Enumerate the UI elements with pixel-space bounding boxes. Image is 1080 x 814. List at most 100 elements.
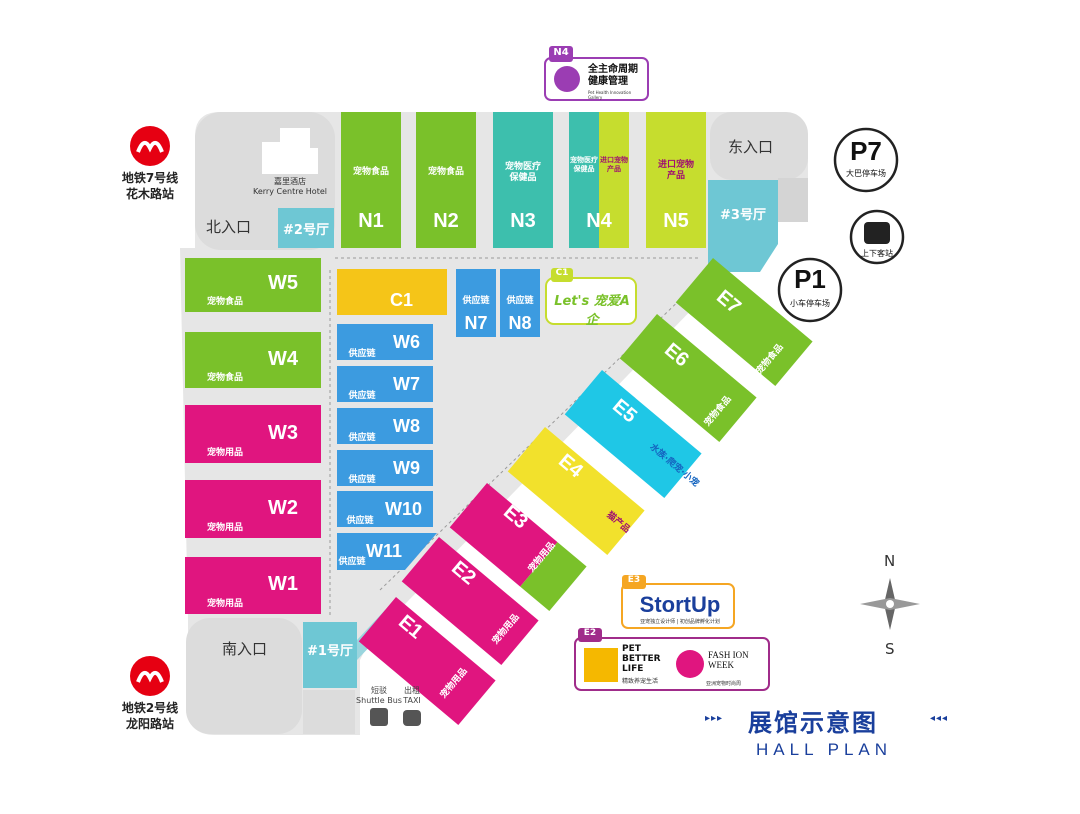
hall-e4[interactable]	[507, 427, 645, 555]
e2-logo-tag	[578, 628, 602, 642]
metro-line7-station: 花木路站	[125, 187, 174, 201]
hall-n4-right[interactable]	[599, 112, 629, 248]
north-entrance[interactable]: 北入口	[206, 218, 252, 236]
page-title-cn: 展馆示意图	[748, 709, 878, 737]
taxi-cn: 出租	[404, 686, 420, 695]
p7-label: 大巴停车场	[846, 169, 886, 178]
hall-n8[interactable]	[500, 269, 540, 337]
hall-w11-id: W11	[366, 541, 403, 561]
hall-w1-cat: 宠物用品	[206, 599, 243, 609]
compass-icon	[860, 578, 920, 630]
hall-n4-id: N4	[586, 210, 612, 232]
hall-e6[interactable]	[619, 314, 757, 442]
hall-3-annex[interactable]	[708, 180, 778, 244]
title-left-arrows: ▸▸▸	[705, 713, 724, 724]
hall-w9-id: W9	[393, 458, 420, 478]
hall-w7[interactable]	[337, 366, 433, 402]
hall-1-label: #1号厅	[307, 644, 353, 659]
south-entrance-block	[186, 618, 302, 734]
hall-e1[interactable]	[358, 597, 496, 725]
hall-w3-id: W3	[268, 422, 298, 444]
hall-n1-id: N1	[358, 210, 384, 232]
p7-code: P7	[850, 136, 882, 166]
n4-gallery-icon	[554, 66, 580, 92]
hall-n3[interactable]	[493, 112, 553, 248]
hall-w5[interactable]	[185, 258, 321, 312]
east-entrance[interactable]: 东入口	[728, 138, 774, 156]
hall-e2[interactable]	[401, 537, 539, 665]
e3-logo-tag-text: E3	[627, 575, 641, 585]
n4-gallery-tag-text: N4	[553, 47, 569, 58]
hall-n7-id: N7	[464, 313, 488, 333]
bus-stop-label: 上下客站	[861, 249, 893, 258]
hall-n3-id: N3	[510, 210, 536, 232]
hall-n2[interactable]	[416, 112, 476, 248]
metro-line2-icon	[130, 656, 170, 696]
east-entrance-block	[710, 112, 808, 180]
hall-c1-id: C1	[390, 290, 414, 310]
p7-parking-icon	[833, 127, 899, 193]
hall-w10-id: W10	[385, 499, 423, 519]
venue-outline	[180, 112, 808, 735]
hall-w9[interactable]	[337, 450, 433, 486]
n4-gallery-cn: 全主命周期 健康管理	[588, 64, 638, 87]
hall-w1[interactable]	[185, 557, 321, 614]
hall-w10-cat: 供应链	[346, 516, 374, 526]
title-right-arrows: ◂◂◂	[930, 713, 949, 724]
compass-n: N	[884, 552, 896, 570]
hall-3-annex-tail	[708, 244, 778, 272]
shuttle-label: 短驳 Shuttle Bus	[356, 686, 402, 706]
hall-n5[interactable]	[646, 112, 706, 248]
hall-w10[interactable]	[337, 491, 433, 527]
hall-n1-cat: 宠物食品	[352, 167, 389, 177]
c1-logo-text: Let's 宠爱A企	[554, 294, 630, 328]
e3-logo-box	[621, 583, 735, 629]
hall-w8-cat: 供应链	[348, 433, 376, 443]
hall-e3-right[interactable]	[520, 542, 587, 611]
metro-line2-station: 龙阳路站	[125, 717, 174, 731]
hall-w2[interactable]	[185, 480, 321, 538]
hall-e7[interactable]	[675, 258, 813, 386]
hotel-cn: 嘉里酒店	[274, 177, 306, 186]
hall-n2-id: N2	[433, 210, 459, 232]
metro-line2-label: 地铁2号线 龙阳路站	[110, 700, 190, 732]
hall-w11-cat: 供应链	[338, 557, 366, 567]
hotel-label: 嘉里酒店 Kerry Centre Hotel	[240, 177, 340, 197]
c1-logo-tag-text: C1	[555, 268, 569, 278]
e3-sub: 亚宠独立设计师 | 初创品牌孵化计划	[640, 619, 720, 625]
taxi-area	[303, 690, 355, 734]
hall-w6[interactable]	[337, 324, 433, 360]
shuttle-bus-icon	[370, 708, 388, 726]
hall-w8[interactable]	[337, 408, 433, 444]
bus-icon	[864, 222, 890, 244]
hall-w7-id: W7	[393, 374, 420, 394]
hall-n4-right-cat: 进口宠物 产品	[600, 156, 628, 173]
hall-n4-left[interactable]	[569, 112, 599, 248]
hall-e3[interactable]	[449, 483, 558, 587]
hall-w3[interactable]	[185, 405, 321, 463]
hall-w4[interactable]	[185, 332, 321, 388]
p1-parking-icon	[777, 257, 843, 323]
hall-1-annex[interactable]	[303, 622, 357, 688]
hall-w11[interactable]	[337, 533, 437, 570]
hall-n7-cat: 供应链	[462, 296, 490, 306]
hall-2-label: #2号厅	[283, 223, 329, 238]
hall-n7[interactable]	[456, 269, 496, 337]
e2-logo-tag-text: E2	[583, 628, 597, 638]
hall-n2-cat: 宠物食品	[427, 167, 464, 177]
pet-better-life-icon	[584, 648, 618, 682]
hall-2-annex[interactable]	[278, 208, 334, 248]
hall-w3-cat: 宠物用品	[206, 448, 243, 458]
shuttle-en: Shuttle Bus	[356, 696, 402, 705]
metro-line7-label: 地铁7号线 花木路站	[110, 170, 190, 202]
c1-logo-box	[545, 277, 637, 325]
hall-w9-cat: 供应链	[348, 475, 376, 485]
hall-n1[interactable]	[341, 112, 401, 248]
hall-c1[interactable]	[337, 269, 447, 315]
taxi-icon	[403, 710, 421, 726]
c1-logo-tag	[551, 268, 573, 282]
taxi-label: 出租 TAXI	[394, 686, 430, 706]
south-entrance[interactable]: 南入口	[222, 640, 268, 658]
hall-e5[interactable]	[564, 370, 702, 498]
